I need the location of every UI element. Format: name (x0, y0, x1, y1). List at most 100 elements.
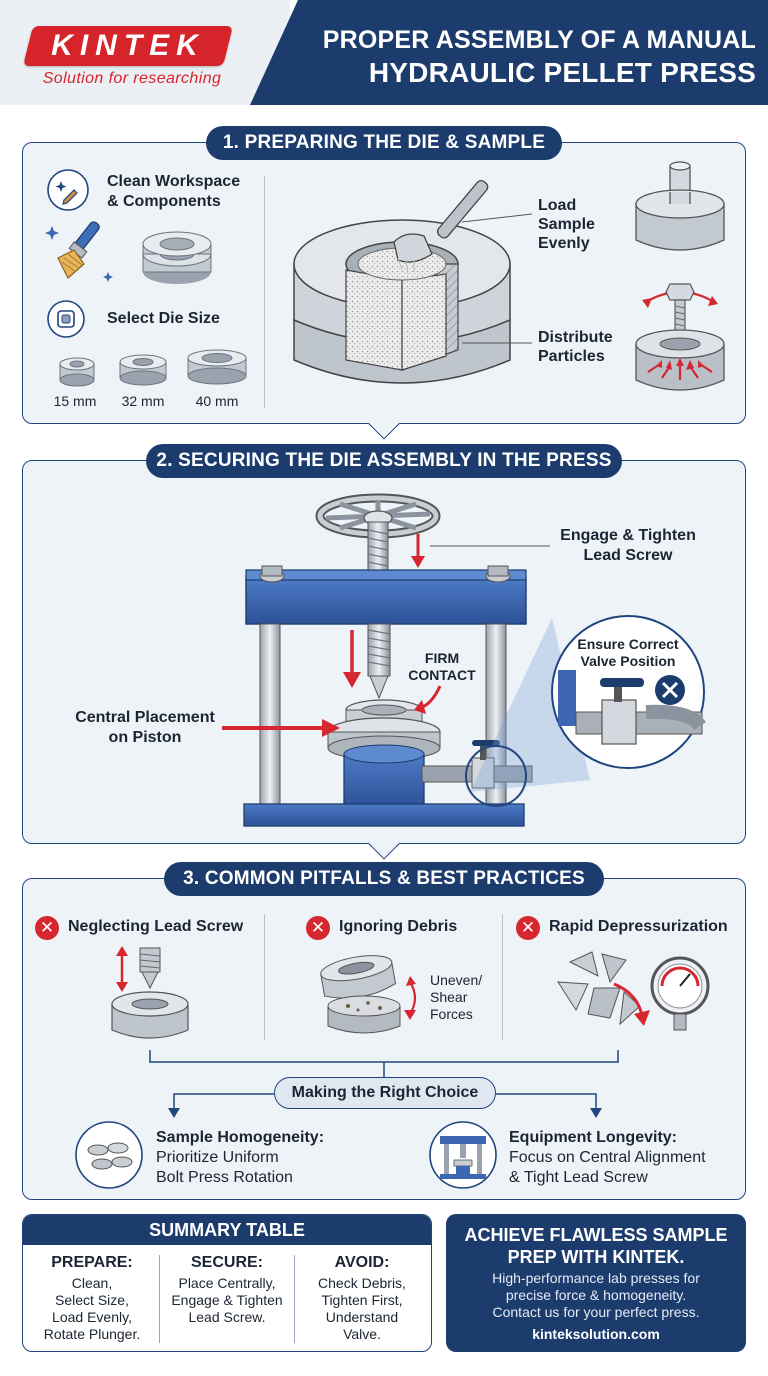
die-15mm-icon (59, 357, 95, 387)
homogeneity-line1: Prioritize Uniform (156, 1149, 279, 1166)
x-icon: ✕ (306, 916, 330, 940)
engage-label-line1: Engage & Tighten (560, 527, 696, 544)
x-icon: ✕ (516, 916, 540, 940)
longevity-line1: Focus on Central Alignment (509, 1149, 706, 1166)
firm-label-line2: CONTACT (408, 667, 476, 683)
summary-table: SUMMARY TABLE PREPARE: Clean, Select Siz… (22, 1214, 432, 1352)
firm-label-line1: FIRM (424, 650, 460, 666)
homogeneity-line2: Bolt Press Rotation (156, 1169, 293, 1186)
die-size-32: 32 mm (121, 393, 165, 409)
section3-divider (502, 914, 503, 1040)
load-sample-label: Load Sample Evenly (538, 196, 595, 253)
die-size-15: 15 mm (53, 393, 97, 409)
die-size-icon (47, 300, 85, 338)
cta-body-line3: Contact us for your perfect press. (492, 1304, 700, 1320)
section1-divider (264, 176, 265, 408)
valve-label: Ensure Correct Valve Position (566, 636, 690, 670)
cta-box: ACHIEVE FLAWLESS SAMPLE PREP WITH KINTEK… (446, 1214, 746, 1352)
distribute-label-line1: Distribute (538, 329, 613, 346)
summary-cell: Clean, (71, 1275, 113, 1291)
lead-screw-pitfall-icon (111, 946, 189, 1039)
pitfall-lead-screw: Neglecting Lead Screw (68, 918, 244, 935)
engage-label: Engage & Tighten Lead Screw (544, 526, 712, 566)
section2-title: 2. SECURING THE DIE ASSEMBLY IN THE PRES… (146, 444, 622, 478)
summary-col-head: AVOID: (334, 1254, 390, 1271)
debris-pitfall-icon (320, 955, 417, 1034)
cta-body-line2: precise force & homogeneity. (505, 1287, 687, 1303)
section3-panel (22, 878, 746, 1200)
pitfall-debris: Ignoring Debris (339, 918, 458, 935)
summary-cell: Rotate Plunger. (43, 1326, 141, 1342)
summary-cell: Place Centrally, (178, 1275, 276, 1291)
longevity-title: Equipment Longevity: (509, 1129, 677, 1146)
depressurization-pitfall-icon (557, 951, 710, 1031)
clean-label-line1: Clean Workspace (107, 173, 241, 190)
homogeneity-title: Sample Homogeneity: (156, 1129, 325, 1146)
section3-divider (264, 914, 265, 1040)
summary-col-secure: SECURE: Place Centrally, Engage & Tighte… (160, 1253, 294, 1326)
shear-label: Uneven/ Shear Forces (430, 972, 482, 1023)
load-label-line1: Load (538, 197, 577, 214)
distribute-die-icon (635, 283, 725, 391)
sparkle-brush-icon (47, 169, 89, 211)
website-link[interactable]: kinteksolution.com (532, 1326, 660, 1342)
shear-label-line1: Uneven/ (430, 972, 483, 988)
die-40mm-icon (187, 349, 247, 385)
longevity-line2: & Tight Lead Screw (509, 1169, 648, 1186)
page-title: PROPER ASSEMBLY OF A MANUAL HYDRAULIC PE… (306, 24, 756, 90)
valve-label-line2: Valve Position (580, 653, 676, 669)
central-label-line1: Central Placement (75, 709, 215, 726)
press-mini-icon (429, 1121, 497, 1189)
section3-title: 3. COMMON PITFALLS & BEST PRACTICES (164, 862, 604, 896)
summary-col-prepare: PREPARE: Clean, Select Size, Load Evenly… (25, 1253, 159, 1343)
cta-body-line1: High-performance lab presses for (492, 1270, 700, 1286)
summary-col-head: PREPARE: (51, 1254, 133, 1271)
summary-cell: Check Debris, (318, 1275, 406, 1291)
brush-icon (45, 221, 113, 282)
engage-label-line2: Lead Screw (583, 547, 673, 564)
section1-title: 1. PREPARING THE DIE & SAMPLE (206, 126, 562, 160)
summary-cell: Understand (325, 1309, 399, 1325)
cta-title-line2: PREP WITH KINTEK. (507, 1247, 685, 1267)
central-label-line2: on Piston (108, 729, 182, 746)
clean-label-line2: & Components (107, 193, 221, 210)
summary-title: SUMMARY TABLE (23, 1215, 431, 1245)
header: KINTEK Solution for researching PROPER A… (0, 0, 768, 105)
header-title-area (250, 0, 768, 105)
distribute-label-line2: Particles (538, 348, 605, 365)
summary-cell: Lead Screw. (188, 1309, 266, 1325)
load-label-line2: Sample (538, 216, 595, 233)
summary-col-avoid: AVOID: Check Debris, Tighten First, Unde… (295, 1253, 429, 1343)
die-size-40: 40 mm (195, 393, 239, 409)
pellets-icon (75, 1121, 143, 1189)
summary-cell: Load Evenly, (52, 1309, 132, 1325)
central-placement-label: Central Placement on Piston (64, 708, 226, 748)
longevity-text: Equipment Longevity: Focus on Central Al… (509, 1128, 706, 1188)
plunger-icon (635, 161, 725, 251)
x-icon: ✕ (35, 916, 59, 940)
summary-divider (159, 1255, 160, 1343)
valve-label-line1: Ensure Correct (577, 636, 679, 652)
die-32mm-icon (119, 354, 167, 386)
summary-cell: Valve. (343, 1326, 381, 1342)
cta-body: High-performance lab presses for precise… (456, 1270, 736, 1321)
logo-tagline: Solution for researching (42, 70, 222, 87)
page-title-line2: HYDRAULIC PELLET PRESS (368, 57, 756, 88)
distribute-label: Distribute Particles (538, 328, 613, 366)
valve-magnifier (551, 615, 706, 769)
select-die-label: Select Die Size (107, 310, 220, 327)
cta-title-line1: ACHIEVE FLAWLESS SAMPLE (464, 1225, 728, 1245)
cta-title: ACHIEVE FLAWLESS SAMPLE PREP WITH KINTEK… (456, 1224, 736, 1268)
homogeneity-text: Sample Homogeneity: Prioritize Uniform B… (156, 1128, 324, 1188)
die-ring-icon (142, 231, 212, 284)
die-cutaway-illustration (293, 179, 511, 384)
logo: KINTEK (51, 29, 205, 62)
firm-contact-label: FIRM CONTACT (402, 650, 482, 684)
summary-divider (294, 1255, 295, 1343)
summary-cell: Engage & Tighten (171, 1292, 283, 1308)
right-choice-label: Making the Right Choice (274, 1077, 496, 1109)
shear-label-line2: Shear (430, 989, 468, 1005)
load-label-line3: Evenly (538, 235, 590, 252)
